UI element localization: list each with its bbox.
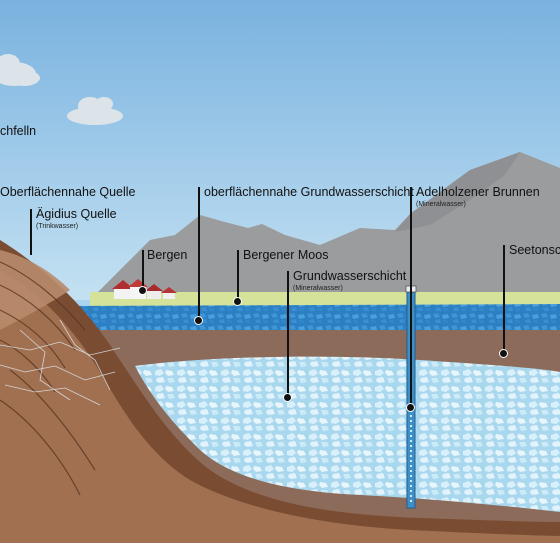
grundwasserschicht-leader bbox=[287, 271, 289, 399]
bergener-moos-marker bbox=[233, 297, 242, 306]
grundwasserschicht-marker bbox=[283, 393, 292, 402]
cloud-right bbox=[67, 97, 123, 125]
bergen-marker bbox=[138, 286, 147, 295]
label-bergen: Bergen bbox=[147, 248, 187, 263]
cloud-left bbox=[0, 54, 40, 86]
label-schachfelln: chfelln bbox=[0, 124, 36, 139]
deep-aquifer bbox=[135, 356, 560, 512]
grundwasserschicht-text: Grundwasserschicht bbox=[293, 269, 407, 283]
label-grundwasserschicht: Grundwasserschicht (Mineralwasser) bbox=[293, 269, 406, 293]
bergen-leader bbox=[142, 250, 144, 290]
seeton-leader bbox=[503, 245, 505, 353]
bergen-text: Bergen bbox=[147, 248, 188, 262]
shallow-aquifer bbox=[60, 304, 560, 332]
aegidius-quelle-sub: (Trinkwasser) bbox=[36, 223, 79, 230]
schachfelln-text: chfelln bbox=[0, 124, 37, 138]
seeton-text: Seetonsch bbox=[509, 243, 560, 257]
oberflaechennahe-grundwasser-text: oberflächennahe Grundwasserschicht bbox=[204, 185, 414, 199]
aegidius-quelle-text: Ägidius Quelle bbox=[36, 207, 117, 221]
label-oberflaechennahe-quelle: Oberflächennahe Quelle bbox=[0, 185, 136, 200]
label-bergener-moos: Bergener Moos bbox=[243, 248, 328, 263]
grundwasserschicht-sub: (Mineralwasser) bbox=[293, 285, 343, 292]
grundwasser-shallow-marker bbox=[194, 316, 203, 325]
label-oberflaechennahe-grundwasserschicht: oberflächennahe Grundwasserschicht bbox=[204, 185, 414, 200]
adelholzener-leader bbox=[410, 187, 412, 407]
rock-lines bbox=[0, 261, 96, 496]
oberflaechennahe-quelle-text: Oberflächennahe Quelle bbox=[0, 185, 136, 199]
label-seeton: Seetonsch bbox=[509, 243, 560, 258]
aegidius-leader bbox=[30, 209, 32, 255]
adelholzener-brunnen-text: Adelholzener Brunnen bbox=[416, 185, 540, 199]
adelholzener-marker bbox=[406, 403, 415, 412]
label-aegidius-quelle: Ägidius Quelle (Trinkwasser) bbox=[36, 207, 117, 231]
adelholzener-brunnen-sub: (Mineralwasser) bbox=[416, 201, 466, 208]
grundwasser-shallow-leader bbox=[198, 187, 200, 319]
label-adelholzener-brunnen: Adelholzener Brunnen (Mineralwasser) bbox=[416, 185, 540, 209]
mountain-shade bbox=[395, 152, 520, 232]
bedrock-band bbox=[0, 270, 560, 543]
fracture-lines bbox=[0, 319, 121, 406]
bergener-moos-leader bbox=[237, 250, 239, 300]
seeton-marker bbox=[499, 349, 508, 358]
bergener-moos-text: Bergener Moos bbox=[243, 248, 329, 262]
rock-strata bbox=[0, 250, 70, 330]
mountain-range bbox=[90, 152, 560, 300]
